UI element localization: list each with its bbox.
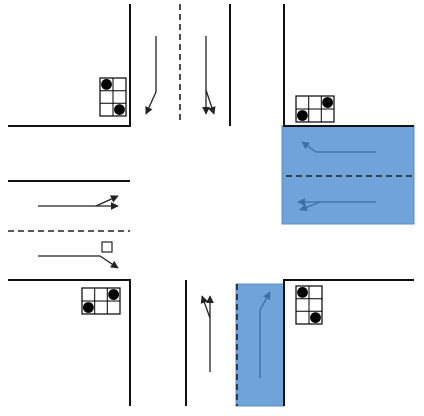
traffic-signal-icon [81,287,121,315]
left-turn-arrow-icon [145,36,157,115]
curb-south-west [8,279,131,406]
curb-north-east [283,4,414,127]
straight-left-arrow-icon [200,295,214,372]
lane-dividers [8,4,414,406]
detector-box-icon [101,241,113,253]
straight-left-arrow-icon [38,195,119,210]
straight-right-arrow-icon [202,36,216,115]
curb-south-east [283,279,414,406]
traffic-signal-icon [295,95,335,123]
right-turn-arrow-icon [259,291,271,378]
straight-left-arrow-icon [301,141,376,153]
curb-north-west [8,4,131,127]
right-turn-arrow-icon [38,255,119,269]
traffic-signal-icon [99,77,127,117]
road-edges [8,4,414,406]
straight-arrow-icon [297,198,376,212]
traffic-signal-icon [295,285,323,325]
